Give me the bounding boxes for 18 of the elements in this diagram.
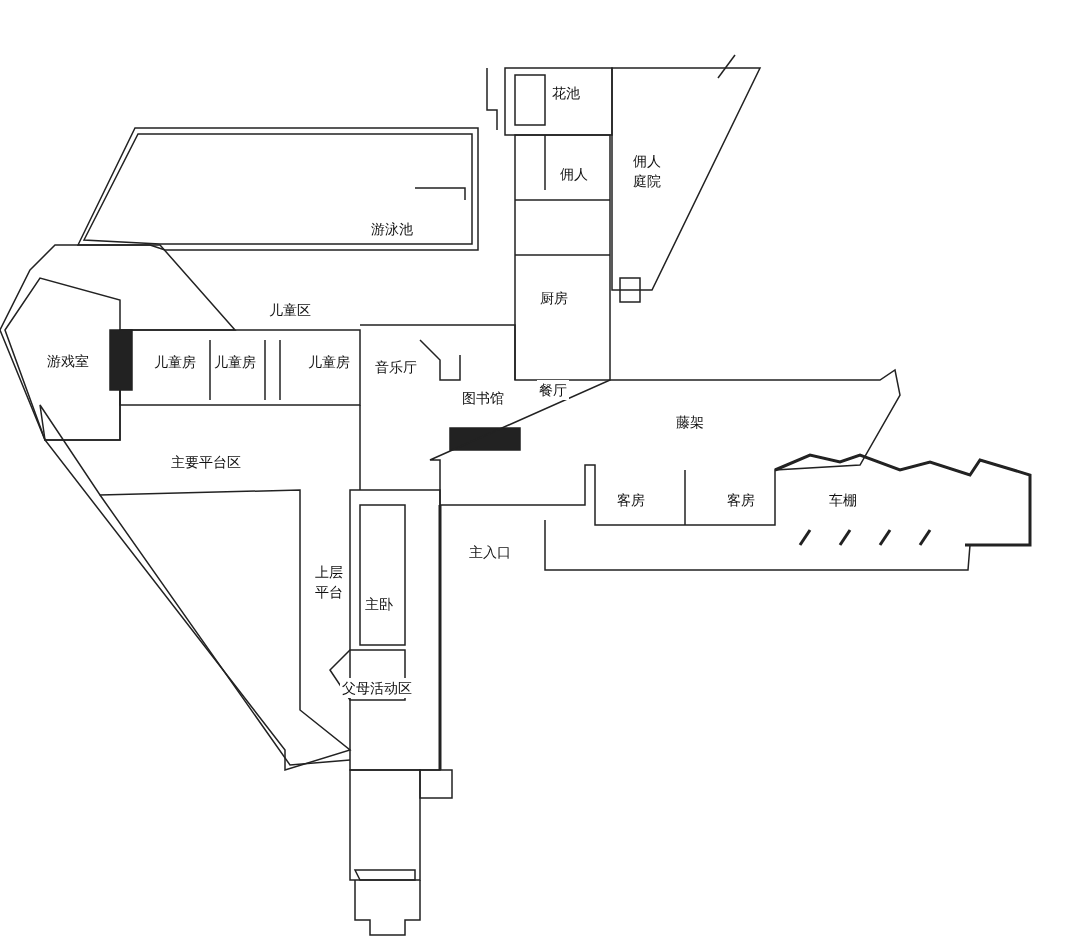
room-label: 游戏室 (45, 351, 91, 371)
area-label: 父母活动区 (340, 678, 414, 698)
room-label: 图书馆 (460, 388, 506, 408)
area-label: 主要平台区 (169, 452, 243, 472)
room-label: 厨房 (538, 288, 570, 308)
area-label: 车棚 (827, 490, 859, 510)
room-label: 儿童房 (152, 352, 198, 372)
area-label: 藤架 (674, 412, 706, 432)
room-label: 主卧 (363, 594, 395, 614)
room-label: 音乐厅 (373, 357, 419, 377)
room-label: 儿童房 (306, 352, 352, 372)
room-label: 客房 (725, 490, 757, 510)
area-label: 儿童区 (267, 300, 313, 320)
room-label: 餐厅 (537, 380, 569, 400)
room-label: 客房 (615, 490, 647, 510)
room-label: 儿童房 (212, 352, 258, 372)
room-label: 花池 (550, 83, 582, 103)
pool-label: 游泳池 (369, 219, 415, 239)
